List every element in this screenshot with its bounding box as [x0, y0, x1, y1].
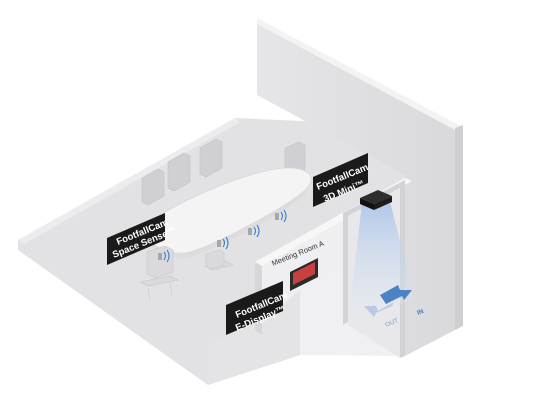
e-display-device — [290, 258, 318, 291]
sensor-1 — [158, 249, 170, 263]
sensor-3 — [248, 224, 260, 238]
arrow-out-icon — [364, 302, 394, 317]
sensor-2 — [217, 236, 229, 250]
in-label: IN — [416, 308, 425, 317]
back-wall-top — [257, 18, 461, 130]
chairs-front — [139, 245, 234, 301]
out-label: OUT — [384, 317, 399, 329]
space-sense-sensors — [158, 209, 287, 263]
chairs-back — [141, 138, 306, 206]
right-wall-side — [455, 125, 463, 330]
arrow-in-icon — [380, 285, 412, 304]
sensor-4 — [275, 209, 287, 223]
front-wall-lower — [208, 290, 300, 385]
floor-left-edge — [18, 118, 240, 244]
mini3d-sensor-device — [360, 190, 392, 210]
direction-arrows: OUT IN — [364, 285, 425, 329]
